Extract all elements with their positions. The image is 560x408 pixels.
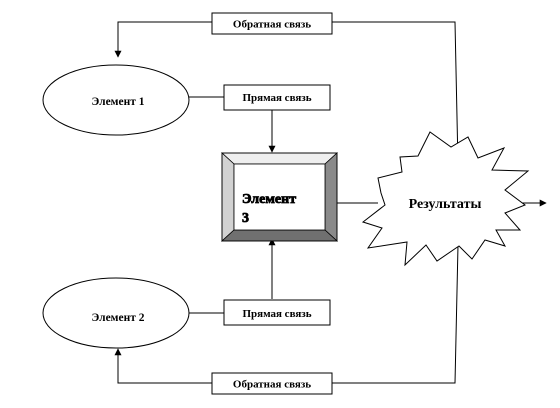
element3-box: Элемент 3 xyxy=(220,152,339,242)
feedback-bottom-box: Обратная связь xyxy=(211,372,333,395)
results-starburst: Результаты xyxy=(361,131,530,267)
feedback-top-line-right xyxy=(332,21,459,166)
feedback-top-box: Обратная связь xyxy=(211,12,333,35)
connectors xyxy=(114,21,547,384)
element1-label: Элемент 1 xyxy=(91,96,144,108)
feedback-top-line-left xyxy=(114,21,212,58)
element2-label: Элемент 2 xyxy=(91,312,144,324)
element3-label-line2: 3 xyxy=(242,211,249,226)
element2-ellipse: Элемент 2 xyxy=(42,277,190,349)
direct-top-box: Прямая связь xyxy=(223,84,331,111)
direct-top-label: Прямая связь xyxy=(242,92,311,104)
element1-ellipse: Элемент 1 xyxy=(42,64,190,136)
feedback-bottom-label: Обратная связь xyxy=(233,379,311,391)
results-label: Результаты xyxy=(409,197,482,212)
starburst-shape xyxy=(361,131,530,267)
direct-bottom-label: Прямая связь xyxy=(242,308,311,320)
feedback-bottom-line-left xyxy=(114,348,212,384)
direct-bottom-box: Прямая связь xyxy=(223,299,331,326)
element3-label-line1: Элемент xyxy=(242,192,296,207)
feedback-bottom-line-right xyxy=(332,244,459,384)
feedback-top-label: Обратная связь xyxy=(233,19,311,31)
